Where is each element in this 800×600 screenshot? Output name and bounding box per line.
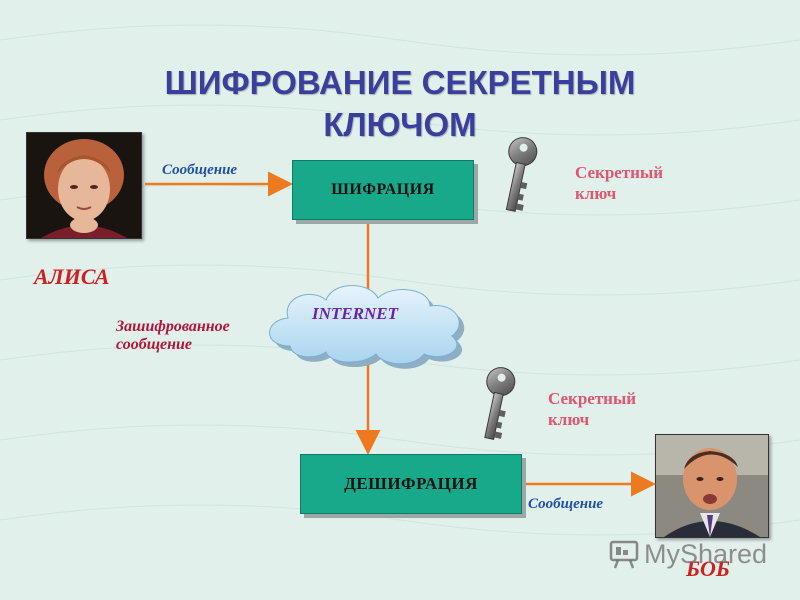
page-title: ШИФРОВАНИЕ СЕКРЕТНЫМ КЛЮЧОМ — [100, 62, 700, 146]
internet-label: INTERNET — [312, 304, 398, 323]
key-label-line-2: ключ — [575, 184, 617, 203]
alice-message-label: Сообщение — [162, 162, 238, 178]
bob-name: БОБ — [686, 556, 730, 581]
alice-photo — [26, 132, 142, 239]
bob-message-label: Сообщение — [528, 496, 604, 512]
key-label-line-2: ключ — [548, 410, 590, 429]
key-label-line-1: Секретный — [548, 389, 637, 408]
title-line-2: КЛЮЧОМ — [323, 106, 477, 143]
secret-key-label-top: Секретный ключ — [575, 162, 663, 204]
person-photo — [656, 435, 768, 537]
bob-photo — [655, 434, 769, 538]
title-line-1: ШИФРОВАНИЕ СЕКРЕТНЫМ — [164, 64, 636, 101]
encrypted-message-line-2: сообщение — [116, 336, 192, 353]
person-photo — [27, 133, 141, 238]
watermark-text: MyShared — [644, 538, 768, 569]
secret-key-label-bottom: Секретный ключ — [548, 388, 636, 430]
encrypted-message-line-1: Зашифрованное — [116, 318, 230, 335]
alice-name: АЛИСА — [34, 264, 110, 289]
encryption-box: ШИФРАЦИЯ — [292, 160, 474, 220]
decryption-box: ДЕШИФРАЦИЯ — [300, 454, 522, 514]
myshared-logo-icon — [609, 540, 639, 569]
encrypted-message-label: Зашифрованное сообщение — [116, 318, 230, 354]
watermark: MyShared — [608, 536, 767, 572]
key-label-line-1: Секретный — [575, 163, 664, 182]
